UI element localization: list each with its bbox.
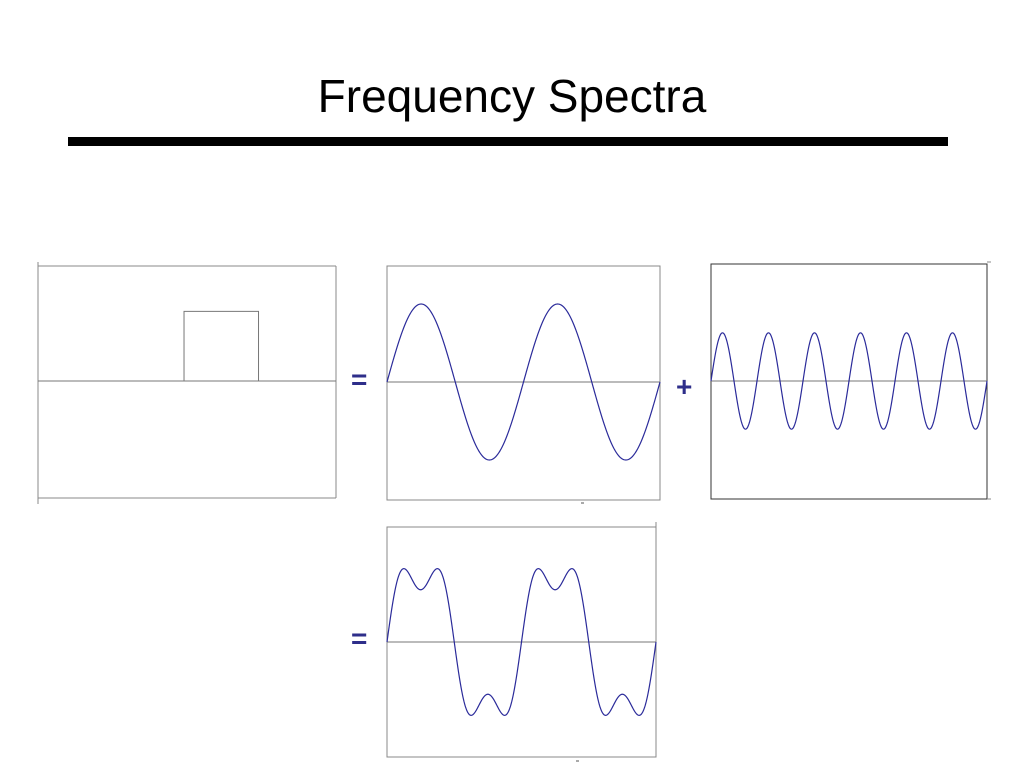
fundamental-panel [386, 265, 661, 501]
plus-operator: + [676, 371, 693, 402]
sum-wave [386, 568, 657, 716]
square-pulse-panel [37, 262, 337, 504]
square-pulse-trace [183, 310, 260, 381]
equals-operator-top: = [351, 364, 368, 395]
fundamental-wave [386, 303, 661, 461]
harmonic-wave [710, 332, 988, 430]
harmonic-panel [710, 261, 991, 500]
sum-panel [386, 522, 657, 758]
slide-title: Frequency Spectra [317, 70, 707, 122]
title-rule [68, 137, 948, 146]
equals-operator-bottom: = [351, 623, 368, 654]
